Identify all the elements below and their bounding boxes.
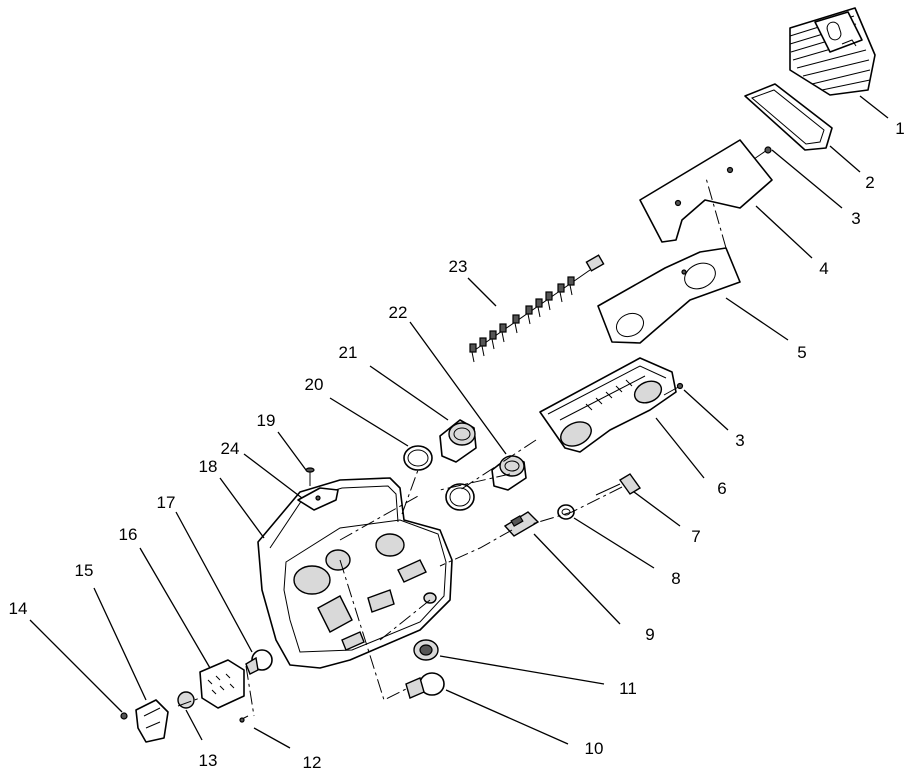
callout-23: 23 (449, 257, 468, 276)
callout-6: 6 (717, 479, 726, 498)
callout-13: 13 (199, 751, 218, 770)
part-22-gauge (491, 455, 527, 491)
part-9-switch (503, 511, 540, 537)
part-15-connector (135, 699, 169, 743)
callout-8: 8 (671, 569, 680, 588)
assembly-centerlines (177, 177, 727, 717)
callout-5: 5 (797, 343, 806, 362)
part-2-frame (744, 83, 833, 151)
leader-lines (29, 95, 889, 749)
callout-11: 11 (619, 679, 637, 698)
part-1-boot (789, 7, 876, 96)
part-24-bracket (297, 487, 339, 511)
callout-10: 10 (585, 739, 604, 758)
callout-3: 3 (851, 209, 860, 228)
callout-20: 20 (305, 375, 324, 394)
callout-21: 21 (339, 343, 358, 362)
part-11-knob (413, 639, 439, 661)
part-7-connector (595, 473, 642, 496)
callout-19: 19 (257, 411, 276, 430)
callout-7: 7 (691, 527, 700, 546)
part-21-gauge (439, 419, 477, 463)
callout-3: 3 (735, 431, 744, 450)
gauge-ring-lower (445, 483, 475, 511)
part-10-key-switch (405, 672, 445, 699)
callout-17: 17 (157, 493, 176, 512)
callout-2: 2 (865, 173, 874, 192)
callout-15: 15 (75, 561, 94, 580)
part-3-screw-middle (663, 382, 684, 396)
part-5-faceplate (597, 247, 741, 344)
callout-24: 24 (221, 439, 240, 458)
part-20-ring (403, 445, 433, 471)
callout-18: 18 (199, 457, 218, 476)
part-23-wiring-harness (469, 254, 605, 363)
callout-22: 22 (389, 303, 408, 322)
part-14-screw (120, 712, 128, 720)
part-19-screw (305, 467, 315, 486)
callout-16: 16 (119, 525, 138, 544)
callout-1: 1 (895, 119, 904, 138)
callout-9: 9 (645, 625, 654, 644)
part-8-nut (557, 504, 575, 520)
callout-4: 4 (819, 259, 828, 278)
callout-12: 12 (303, 753, 322, 772)
part-17-bulb (245, 649, 273, 675)
callout-14: 14 (9, 599, 28, 618)
part-12-screw (239, 715, 249, 723)
callout-labels: 1 2 3 4 5 3 6 7 8 9 11 10 12 13 14 15 16… (9, 119, 905, 772)
part-18-dash-housing (257, 477, 453, 669)
part-4-gasket-plate (639, 139, 773, 243)
part-6-dash-bracket (539, 357, 677, 453)
part-16-relay-block (199, 659, 245, 709)
part-13-cap (177, 691, 195, 709)
